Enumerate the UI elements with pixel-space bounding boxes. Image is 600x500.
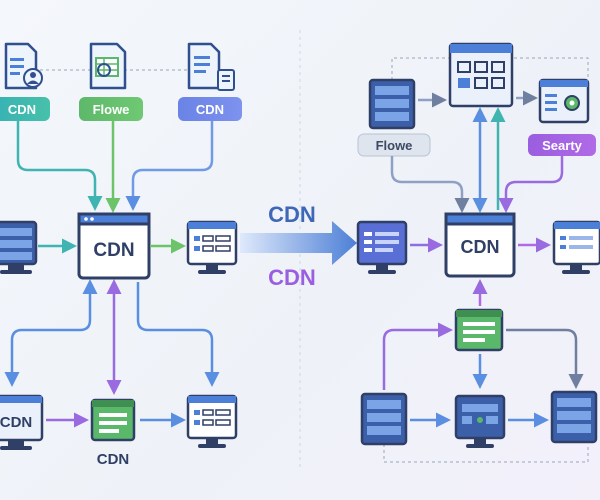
- big-transition-arrow: [240, 221, 357, 265]
- middle-bottom-label: CDN: [268, 265, 316, 290]
- svg-text:CDN: CDN: [8, 102, 36, 117]
- svg-text:Flowe: Flowe: [93, 102, 130, 117]
- left-dashboard-monitor-icon: [186, 220, 238, 274]
- doc-label-pill-3: CDN: [178, 97, 242, 121]
- bottom-dashed-frame: [383, 444, 589, 463]
- arrow-card-to-bottom-server: [382, 322, 453, 390]
- arrow-card-to-bottom-right-server: [506, 328, 584, 389]
- bottom-center-card-icon: [90, 398, 136, 442]
- settings-window-icon: [538, 78, 590, 124]
- right-green-card-icon: [454, 308, 504, 352]
- right-tag-pill-flowe: Flowe: [357, 133, 431, 157]
- right-output-monitor-icon: [552, 220, 600, 274]
- svg-text:CDN: CDN: [0, 414, 32, 431]
- bottom-center-label: CDN: [97, 451, 130, 468]
- left-hub-box: CDN: [77, 212, 151, 280]
- arrow-doc3-to-hub: [125, 121, 214, 211]
- top-dashboard-window-icon: [448, 42, 514, 108]
- left-hub-label: CDN: [93, 240, 134, 261]
- arrow-hub-to-bottom-right: [136, 282, 220, 387]
- right-tag-pill-searty: Searty: [528, 134, 596, 156]
- list-document-icon: [187, 42, 235, 91]
- middle-top-label: CDN: [268, 202, 316, 227]
- bottom-left-cdn-box: CDN: [0, 394, 44, 450]
- arrow-searty-to-hub: [498, 156, 564, 213]
- arrow-doc1-to-hub: [16, 121, 103, 211]
- doc-label-pill-2: Flowe: [79, 97, 143, 121]
- bottom-right-monitor-icon: [186, 394, 238, 448]
- right-hub-label: CDN: [461, 237, 500, 257]
- svg-text:Flowe: Flowe: [376, 138, 413, 153]
- doc-label-pill-1: CDN: [0, 97, 50, 121]
- svg-text:CDN: CDN: [196, 102, 224, 117]
- right-hub-box: CDN: [444, 212, 516, 278]
- bottom-left-server-icon: [360, 392, 408, 446]
- svg-text:Searty: Searty: [542, 138, 583, 153]
- top-server-stack-icon: [368, 78, 416, 130]
- bottom-center-monitor-icon: [454, 394, 506, 448]
- right-input-monitor-icon: [356, 220, 408, 274]
- arrow-flowe-to-hub: [390, 156, 470, 213]
- arrow-hub-to-bottom-left: [4, 279, 98, 387]
- user-document-icon: [4, 42, 43, 90]
- spreadsheet-document-icon: [89, 42, 127, 90]
- left-server-monitor-icon: [0, 220, 38, 274]
- bottom-right-server-icon: [550, 390, 598, 444]
